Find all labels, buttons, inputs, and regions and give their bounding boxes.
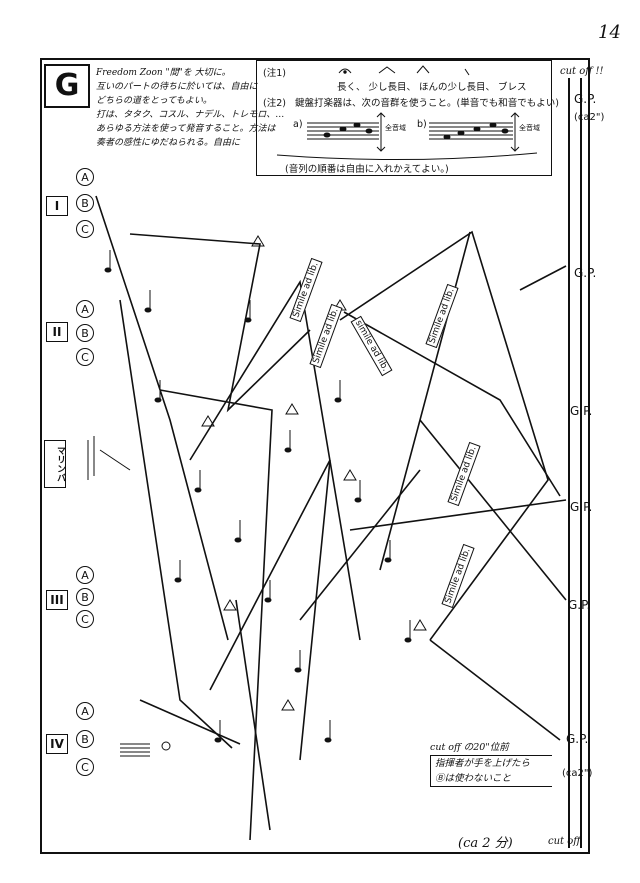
note1-label: (注1) bbox=[263, 68, 286, 79]
part2-option-c: C bbox=[76, 348, 94, 366]
staff-b bbox=[429, 112, 520, 152]
path-line bbox=[349, 499, 567, 531]
gp-6: G.P. bbox=[566, 732, 589, 746]
note2-b: b) bbox=[417, 119, 427, 130]
note2-text: 鍵盤打楽器は、次の音群を使うこと。(単音でも和音でもよい) bbox=[295, 98, 559, 109]
intro-instructions: Freedom Zoon "間"を 大切に。 互いのパートの待ちに於いては、自由… bbox=[96, 66, 285, 150]
note2-b-tag: 全音域 bbox=[519, 124, 540, 132]
part-label-4: IV bbox=[46, 734, 68, 754]
note2-label: (注2) bbox=[263, 98, 286, 109]
gp-2: G.P. bbox=[574, 266, 597, 280]
part-label-1: I bbox=[46, 196, 68, 216]
gp-3: G.P. bbox=[570, 404, 593, 418]
part2-option-b: B bbox=[76, 324, 94, 342]
part3-option-a: A bbox=[76, 566, 94, 584]
intro-line-4: 打は、タタク、コスル、ナデル、トレモロ、… bbox=[96, 110, 285, 120]
path-line bbox=[95, 195, 229, 641]
note2-a: a) bbox=[293, 119, 303, 130]
marimba-staff bbox=[87, 436, 131, 480]
score-frame bbox=[40, 58, 590, 854]
intro-line-3: どちらの道をとってもよい。 bbox=[96, 96, 212, 106]
part1-option-b: B bbox=[76, 194, 94, 212]
part-label-3: III bbox=[46, 590, 68, 610]
path-line bbox=[339, 230, 549, 641]
section-letter: G bbox=[54, 68, 80, 103]
duration-note: (ca 2 分) bbox=[458, 836, 513, 851]
part1-option-c: C bbox=[76, 220, 94, 238]
intro-line-5: あらゆる方法を使って発音すること。方法は bbox=[96, 124, 276, 134]
path-line bbox=[189, 279, 361, 641]
path-line bbox=[209, 459, 331, 761]
gp-1: G.P. bbox=[574, 92, 597, 106]
part4-option-b: B bbox=[76, 730, 94, 748]
part1-option-a: A bbox=[76, 168, 94, 186]
staff-a bbox=[307, 112, 386, 152]
note1-text: 長く、 少し長目、 ほんの少し長目、 ブレス bbox=[337, 82, 527, 93]
gp-1-duration: (ca2") bbox=[574, 112, 605, 123]
cutoff-title: cut off の20"位前 bbox=[430, 742, 509, 753]
path-line bbox=[139, 699, 241, 745]
part3-option-b: B bbox=[76, 588, 94, 606]
cutoff-instruction: cut off の20"位前 指揮者が手を上げたら Ⓑは使わないこと bbox=[430, 740, 552, 796]
notes-staff-graphics bbox=[276, 65, 538, 161]
part-label-2: II bbox=[46, 322, 68, 342]
path-line bbox=[129, 233, 311, 413]
right-margin-rule bbox=[568, 78, 582, 848]
part3-option-c: C bbox=[76, 610, 94, 628]
gp-6-duration: (ca2") bbox=[562, 768, 593, 779]
note2-a-tag: 全音域 bbox=[385, 124, 406, 132]
path-line bbox=[343, 311, 561, 497]
path-line bbox=[235, 599, 271, 831]
path-line bbox=[519, 265, 567, 291]
intro-line-2: 互いのパートの待ちに於いては、自由に bbox=[96, 82, 258, 92]
path-line bbox=[159, 389, 273, 841]
path-line bbox=[299, 469, 421, 621]
cutoff-bottom: cut off bbox=[548, 836, 581, 847]
intro-line-6: 奏者の感性にゆだねられる。自由に bbox=[96, 138, 241, 148]
accent-marks bbox=[201, 235, 427, 711]
part-label-marimba: マリンバ bbox=[44, 440, 66, 488]
note-cluster bbox=[104, 250, 412, 743]
cutoff-line-1: 指揮者が手を上げたら bbox=[435, 758, 531, 769]
cutoff-line-2: Ⓑは使わないこと bbox=[435, 773, 512, 784]
part4-staff bbox=[120, 741, 171, 757]
path-line bbox=[429, 639, 561, 741]
part4-option-c: C bbox=[76, 758, 94, 776]
notes-box: (注1) 長く、 少し長目、 ほんの少し長目、 ブレス (注2) 鍵盤打楽器は、… bbox=[256, 60, 559, 176]
gp-4: G.P. bbox=[570, 500, 593, 514]
intro-line-1: Freedom Zoon "間"を 大切に。 bbox=[96, 68, 231, 78]
page-number: 14 bbox=[598, 22, 621, 43]
part2-option-a: A bbox=[76, 300, 94, 318]
section-marker: G bbox=[44, 64, 90, 108]
gp-5: G.P. bbox=[568, 598, 591, 612]
part4-option-a: A bbox=[76, 702, 94, 720]
note3-text: (音列の順番は自由に入れかえてよい。) bbox=[285, 164, 449, 175]
cutoff-top: cut off !! bbox=[560, 66, 604, 77]
